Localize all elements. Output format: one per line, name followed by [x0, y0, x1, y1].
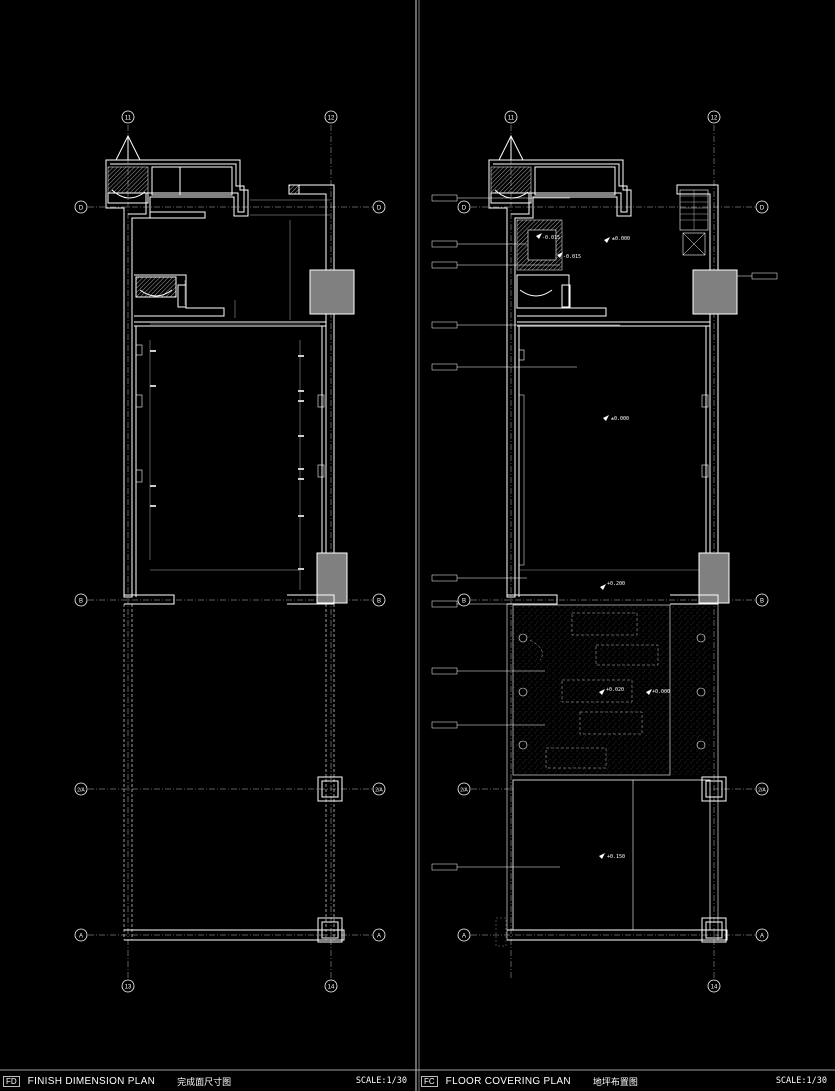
- level-threshold: +0.200: [607, 581, 625, 587]
- grid-bubbles-left: [74, 110, 386, 993]
- level-main-room: ±0.000: [611, 416, 629, 422]
- drawing-scale: SCALE:1/30: [775, 1076, 827, 1086]
- row-label-d: D: [760, 206, 765, 212]
- upper-rooms-right: [488, 134, 738, 947]
- drawing-scale: SCALE:1/30: [355, 1076, 407, 1086]
- callout-leaders: [431, 194, 778, 871]
- grid-label-13: 13: [125, 985, 132, 991]
- row-label-b: B: [462, 599, 466, 605]
- finish-dimension-plan: 11 12 D D B B 2/A 2/A A A 13 14: [74, 110, 386, 993]
- row-label-d: D: [462, 206, 467, 212]
- row-label-a: A: [377, 934, 381, 940]
- title-bar-floor-covering: FC FLOOR COVERING PLAN 地坪布置图 SCALE:1/30: [421, 1071, 833, 1091]
- grid-label-14: 14: [328, 985, 335, 991]
- row-label-2a: 2/A: [758, 788, 766, 794]
- level-markers: [536, 233, 652, 859]
- level-terrace-2: +0.000: [652, 689, 670, 695]
- level-toilet-2: -0.015: [563, 254, 581, 260]
- row-label-b: B: [79, 599, 83, 605]
- title-bar-finish-dimension: FD FINISH DIMENSION PLAN 完成面尺寸图 SCALE:1/…: [3, 1071, 413, 1091]
- level-terrace-1: +0.020: [606, 687, 624, 693]
- row-label-a: A: [462, 934, 466, 940]
- row-label-d: D: [79, 206, 84, 212]
- drawing-title: FINISH DIMENSION PLAN: [27, 1075, 156, 1087]
- drawing-title-cn: 地坪布置图: [592, 1077, 638, 1088]
- grid-label-11: 11: [508, 116, 515, 122]
- grid-lines-left: [88, 125, 372, 978]
- grid-label-14: 14: [711, 985, 718, 991]
- dimension-lines-left: [149, 199, 330, 590]
- drawing-title-cn: 完成面尺寸图: [177, 1077, 232, 1088]
- level-values: ±0.000 -0.015 -0.015 ±0.000 +0.200 +0.02…: [542, 235, 670, 860]
- level-lower-area: +0.150: [607, 854, 625, 860]
- dimension-ticks-left: [150, 350, 304, 570]
- grid-label-12: 12: [711, 116, 718, 122]
- grid-labels-left: 11 12 D D B B 2/A 2/A A A 13 14: [77, 116, 383, 991]
- row-label-a: A: [760, 934, 764, 940]
- row-label-2a: 2/A: [460, 788, 468, 794]
- floor-covering-plan: ±0.000 -0.015 -0.015 ±0.000 +0.200 +0.02…: [431, 110, 778, 993]
- grid-label-11: 11: [125, 116, 132, 122]
- row-label-2a: 2/A: [77, 788, 85, 794]
- drawing-title: FLOOR COVERING PLAN: [445, 1075, 571, 1087]
- upper-rooms-left: [105, 134, 355, 943]
- level-toilet-1: -0.015: [542, 235, 560, 241]
- grid-label-12: 12: [328, 116, 335, 122]
- grid-bubbles-right: [457, 110, 769, 993]
- drawing-code: FD: [3, 1075, 20, 1087]
- row-label-d: D: [377, 206, 382, 212]
- row-label-2a: 2/A: [375, 788, 383, 794]
- drawing-code: FC: [421, 1075, 438, 1087]
- row-label-b: B: [377, 599, 381, 605]
- grid-labels-right: 11 12 D D B B 2/A 2/A A A 14: [460, 116, 766, 991]
- row-label-b: B: [760, 599, 764, 605]
- level-upper-room: ±0.000: [612, 236, 630, 242]
- row-label-a: A: [79, 934, 83, 940]
